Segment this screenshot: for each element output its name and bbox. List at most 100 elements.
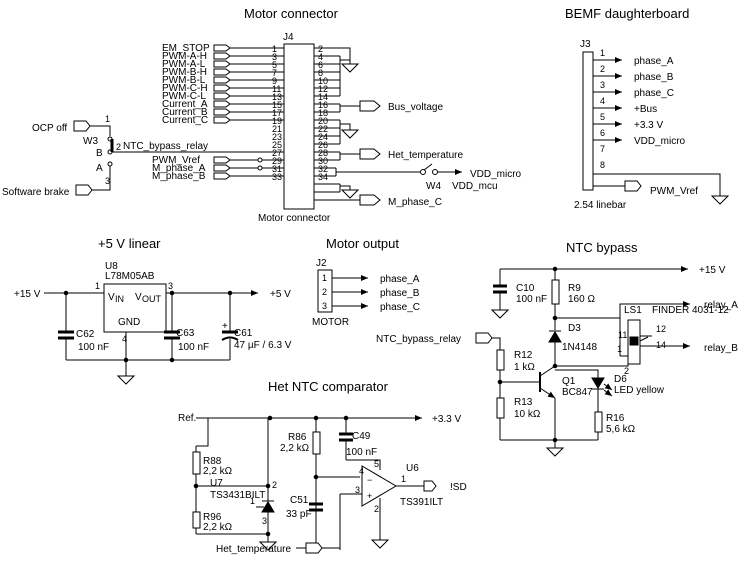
svg-text:D3: D3 [568,323,581,334]
j3-caption: 2.54 linebar [574,200,627,211]
j4-pin-labels: 1357911131517192123252729313324681012141… [272,44,328,182]
j4-signal-port [213,116,231,124]
j4-pin-right: 6 [318,60,323,70]
svg-text:1: 1 [95,281,100,291]
svg-text:4: 4 [122,334,127,344]
svg-text:R96: R96 [203,512,222,523]
sd-output-label: !SD [450,482,467,493]
j4-pin-left: 27 [272,148,282,158]
j4-pin-left: 17 [272,108,282,118]
w4-jumper-right [432,169,438,175]
relay-b-label: relay_B [704,343,738,354]
relay-a-label: relay_A [704,300,738,311]
j2-ref: J2 [316,258,327,269]
svg-text:C62: C62 [76,329,95,340]
j4-signal-label: EM_STOP [162,43,210,54]
svg-text:C61: C61 [234,328,253,339]
j4-caption: Motor connector [258,213,331,224]
j4-pin-right: 22 [318,124,328,134]
j2-pin-number: 3 [322,301,327,311]
w3-jumper-section: OCP off 1 W3 B A 2 NTC_bypass_relay 3 So… [2,114,284,198]
w3-contact-3 [107,161,113,167]
svg-text:5,6 kΩ: 5,6 kΩ [606,424,636,435]
ground-symbol [340,129,360,139]
j4-signal-label: PWM-A-L [162,59,206,70]
j3-pin-number: 6 [600,128,605,138]
svg-text:C51: C51 [290,495,309,506]
j4-pin-left: 5 [272,60,277,70]
j4-pin-right: 32 [318,164,328,174]
j3-pin-number: 3 [600,80,605,90]
j3-signal-label: +3.3 V [634,120,664,131]
vdd-mcu-label: VDD_mcu [452,181,498,192]
svg-text:1: 1 [250,496,255,506]
j4-signal-port [213,60,231,68]
j4-pin-left: 29 [272,156,282,166]
j4-pin-left: 15 [272,100,282,110]
svg-text:U7: U7 [210,478,223,489]
ls1-coil [627,319,641,365]
j2-signal-label: phase_C [380,302,420,313]
svg-text:TS3431BILT: TS3431BILT [210,490,265,501]
ocp-off-port [73,120,91,132]
motor-connector-section: Motor connector J4 Motor connector 13579… [152,6,522,224]
j4-signal-label: PWM-B-H [162,67,207,78]
svg-text:R88: R88 [203,456,222,467]
j3-pin-number: 2 [600,64,605,74]
j4-pin-right: 34 [318,172,328,182]
svg-text:+: + [367,491,372,501]
svg-text:2,2 kΩ: 2,2 kΩ [280,443,310,454]
j4-signal-label: Current_B [162,107,208,118]
j4-pin-right: 16 [318,100,328,110]
svg-text:4: 4 [359,466,364,476]
j2-signal-label: phase_A [380,274,420,285]
w3-ref: W3 [83,136,98,147]
svg-text:V: V [135,292,142,303]
j3-signal-label: phase_C [634,88,674,99]
motor-output-title: Motor output [326,236,399,251]
j4-signal-label: M_phase_B [152,171,206,182]
j4-pin-right: 12 [318,84,328,94]
j4-pin-right: 10 [318,76,328,86]
j4-body [283,43,315,210]
j4-ref: J4 [283,32,294,43]
vdd-micro-label: VDD_micro [470,169,522,180]
linear-title: +5 V linear [98,236,161,251]
svg-text:D6: D6 [614,374,627,385]
ntc-bypass-section: NTC bypass +15 V C10 100 nF R9 160 Ω D3 … [376,240,738,457]
software-brake-port [75,184,93,196]
j4-pin-left: 7 [272,68,277,78]
svg-text:3: 3 [105,176,110,186]
svg-text:Q1: Q1 [562,376,576,387]
j4-pin-right: 24 [318,132,328,142]
j3-pin-number: 7 [600,144,605,154]
j4-pin-right: 28 [318,148,328,158]
svg-text:C49: C49 [352,431,371,442]
j4-signal-port [213,100,231,108]
j4-pin-right: 8 [318,68,323,78]
svg-text:BC847: BC847 [562,387,593,398]
j4-signal-label: PWM-A-H [162,51,207,62]
j2-pin-number: 1 [322,273,327,283]
ntc-input-port [475,332,493,344]
ground-symbol [340,63,360,73]
u6-comparator [361,465,397,507]
bemf-section: BEMF daughterboard J3 1phase_A2phase_B3p… [565,6,730,211]
j4-signal-label: Current_C [162,115,208,126]
svg-text:14: 14 [656,340,666,350]
j4-pin-left: 9 [272,76,277,86]
j4-signal-port [213,44,231,52]
het-temp-input-label: Het_temperature [216,544,291,555]
svg-text:47 µF / 6.3 V: 47 µF / 6.3 V [234,340,292,351]
w4-ref: W4 [426,181,441,192]
sd-output-port [423,480,437,492]
svg-text:LS1: LS1 [624,305,642,316]
svg-text:LED yellow: LED yellow [614,385,665,396]
ntc-rail-label: +15 V [699,265,726,276]
svg-text:R16: R16 [606,413,625,424]
ntc-title: NTC bypass [566,240,638,255]
j4-pin-left: 21 [272,124,282,134]
j4-pin-left: 31 [272,164,282,174]
